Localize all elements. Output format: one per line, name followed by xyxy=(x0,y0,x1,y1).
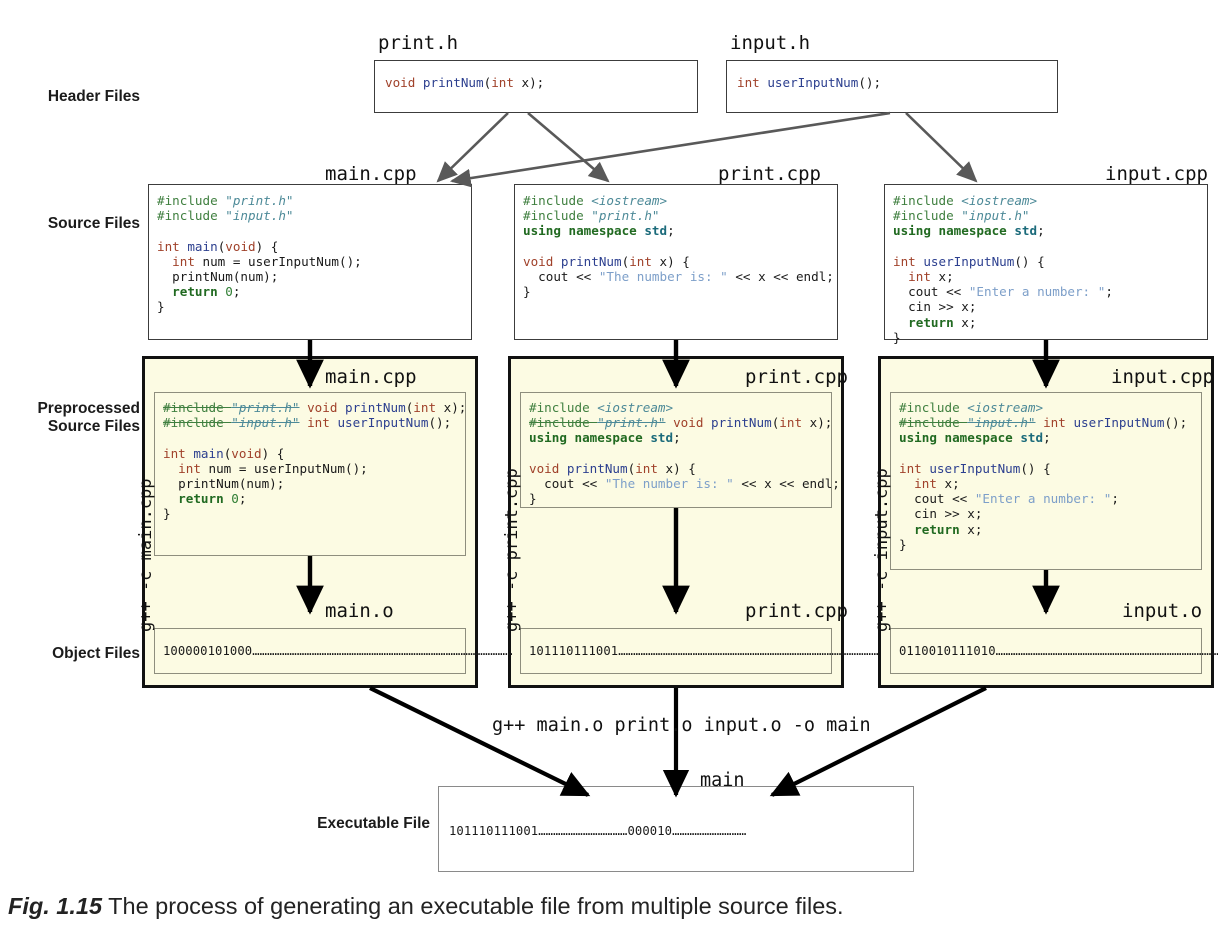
filename-print-cpp-preprocessed: print.cpp xyxy=(745,366,848,388)
arrow-inputh-to-inputcpp xyxy=(905,112,978,183)
filename-input-cpp-preprocessed: input.cpp xyxy=(1111,366,1214,388)
row-label-preprocessed-source-files: Preprocessed Source Files xyxy=(37,400,140,436)
filename-input-cpp-source: input.cpp xyxy=(1105,163,1208,185)
command-compile-main: g++ -c main.cpp xyxy=(136,478,156,632)
arrow-inputh-to-maincpp xyxy=(449,111,891,188)
source-file-box-input-cpp: #include <iostream> #include "input.h" u… xyxy=(884,184,1208,345)
arrow-printh-to-printcpp xyxy=(527,112,610,183)
figure-caption: Fig. 1.15 The process of generating an e… xyxy=(8,893,1208,920)
filename-main-executable: main xyxy=(700,770,745,791)
figure-label: Fig. 1.15 xyxy=(8,893,103,919)
object-file-box-print-o: 101110111001…………………………………………………………………………… xyxy=(520,628,878,674)
command-link: g++ main.o print.o input.o -o main xyxy=(492,715,871,736)
arrow-printh-to-maincpp xyxy=(436,112,509,183)
header-file-box-print-h: void printNum(int x); xyxy=(374,60,698,113)
preprocessed-box-input-cpp: #include <iostream> #include "input.h" i… xyxy=(890,392,1202,570)
code-input-h: int userInputNum(); xyxy=(737,75,882,90)
binary-input-o: 0110010111010………………………………………………………………………… xyxy=(899,644,1218,658)
object-file-box-main-o: 100000101000…………………………………………………………………………… xyxy=(154,628,512,674)
object-file-box-input-o: 0110010111010………………………………………………………………………… xyxy=(890,628,1218,674)
binary-main-executable: 101110111001………………………………000010………………………… xyxy=(449,824,747,838)
source-file-box-main-cpp: #include "print.h" #include "input.h" in… xyxy=(148,184,472,340)
figure-caption-text: The process of generating an executable … xyxy=(108,893,844,919)
row-label-header-files: Header Files xyxy=(47,88,140,105)
filename-main-o: main.o xyxy=(325,600,394,622)
filename-print-h: print.h xyxy=(378,32,459,54)
code-preprocessed-input-cpp: #include <iostream> #include "input.h" i… xyxy=(899,400,1188,552)
filename-input-o: input.o xyxy=(1122,600,1203,622)
row-label-source-files: Source Files xyxy=(47,215,140,232)
code-input-cpp: #include <iostream> #include "input.h" u… xyxy=(893,193,1113,345)
code-main-cpp: #include "print.h" #include "input.h" in… xyxy=(157,193,362,315)
arrow-inputo-to-executable xyxy=(769,686,987,797)
arrow-maino-to-executable xyxy=(369,686,591,797)
row-label-executable-file: Executable File xyxy=(317,815,430,832)
command-compile-print: g++ -c print.cpp xyxy=(502,468,522,632)
filename-print-o: print.cpp xyxy=(745,600,848,622)
executable-file-box: 101110111001………………………………000010………………………… xyxy=(438,786,914,872)
header-file-box-input-h: int userInputNum(); xyxy=(726,60,1058,113)
code-print-cpp: #include <iostream> #include "print.h" u… xyxy=(523,193,834,300)
code-preprocessed-print-cpp: #include <iostream> #include "print.h" v… xyxy=(529,400,840,507)
binary-main-o: 100000101000…………………………………………………………………………… xyxy=(163,644,513,658)
filename-main-cpp-preprocessed: main.cpp xyxy=(325,366,417,388)
command-compile-input: g++ -c input.cpp xyxy=(872,468,892,632)
filename-input-h: input.h xyxy=(730,32,811,54)
binary-print-o: 101110111001…………………………………………………………………………… xyxy=(529,644,879,658)
filename-print-cpp-source: print.cpp xyxy=(718,163,821,185)
code-print-h: void printNum(int x); xyxy=(385,75,545,90)
row-label-object-files: Object Files xyxy=(52,645,140,662)
preprocessed-box-main-cpp: #include "print.h" void printNum(int x);… xyxy=(154,392,466,556)
code-preprocessed-main-cpp: #include "print.h" void printNum(int x);… xyxy=(163,400,467,522)
preprocessed-box-print-cpp: #include <iostream> #include "print.h" v… xyxy=(520,392,840,508)
filename-main-cpp-source: main.cpp xyxy=(325,163,417,185)
source-file-box-print-cpp: #include <iostream> #include "print.h" u… xyxy=(514,184,838,340)
